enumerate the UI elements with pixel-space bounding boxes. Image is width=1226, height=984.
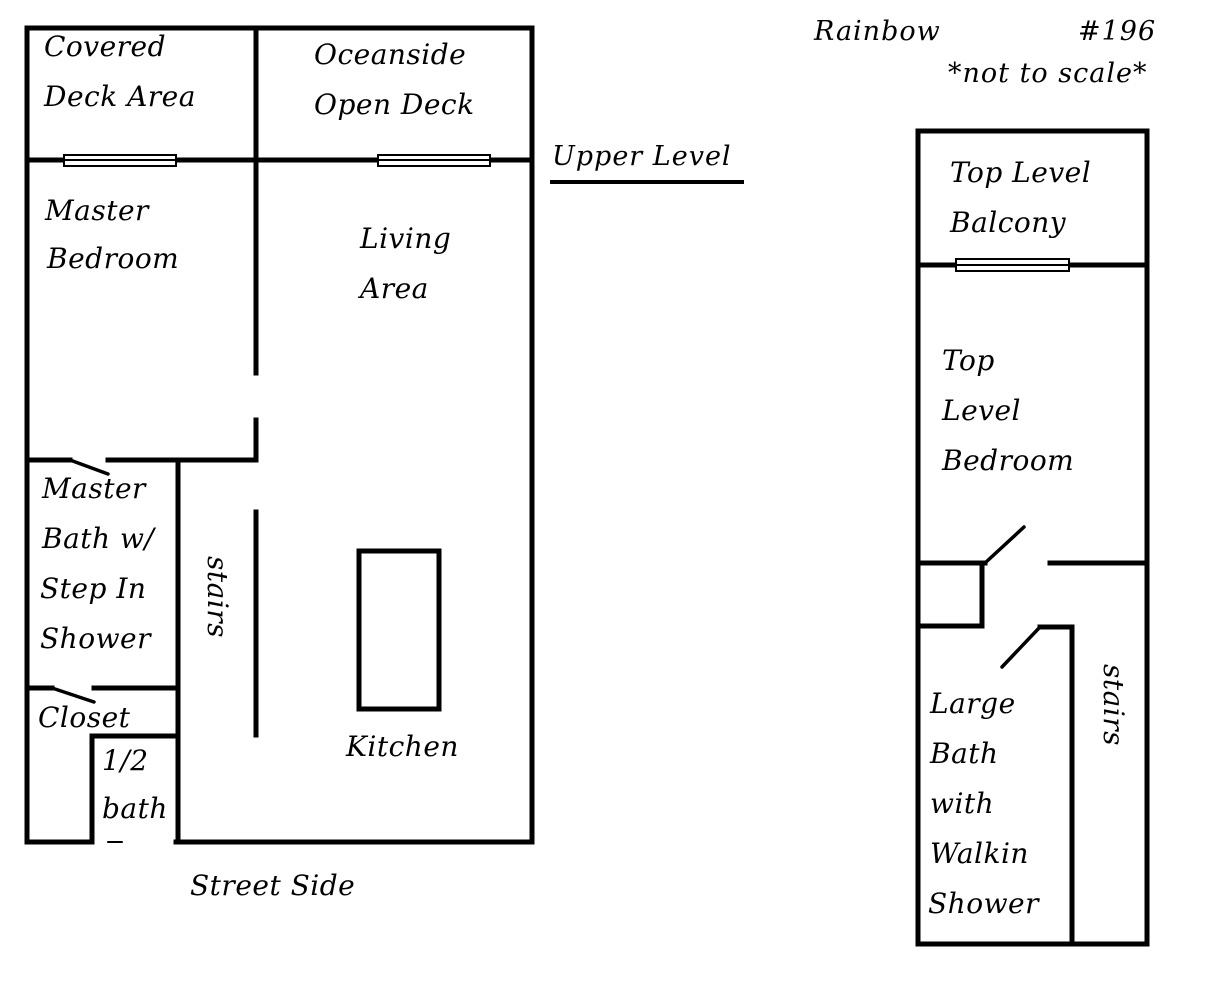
top-stairs-label: stairs bbox=[1097, 664, 1130, 746]
top-bedroom-door bbox=[983, 525, 1026, 565]
property-name: Rainbow bbox=[813, 16, 941, 47]
kitchen-label: Kitchen bbox=[345, 730, 459, 763]
scale-note: *not to scale* bbox=[948, 58, 1147, 89]
master-bedroom-label: Master bbox=[44, 194, 150, 227]
oceanside-deck-label: Open Deck bbox=[314, 88, 475, 121]
closet-label: Closet bbox=[38, 701, 131, 734]
covered-deck-label: Deck Area bbox=[43, 80, 196, 113]
half-bath-label: bath bbox=[102, 792, 168, 825]
top-bedroom-label: Level bbox=[941, 394, 1021, 427]
master-bedroom-label: Bedroom bbox=[46, 242, 179, 275]
top-level-plan bbox=[915, 128, 1150, 947]
large-bath-label: Large bbox=[929, 687, 1016, 720]
large-bath-label: with bbox=[930, 787, 994, 820]
living-area-label: Living bbox=[359, 222, 451, 255]
master-bath-label: Shower bbox=[40, 622, 152, 655]
master-bath-label: Step In bbox=[40, 572, 146, 605]
closet-door bbox=[50, 686, 96, 704]
master-bath-label: Master bbox=[41, 472, 147, 505]
top-outer-wall bbox=[915, 128, 1150, 947]
covered-deck-label: Covered bbox=[44, 30, 166, 63]
top-bedroom-label: Top bbox=[942, 344, 995, 377]
kitchen-island bbox=[356, 548, 442, 712]
large-bath-door bbox=[1000, 625, 1042, 669]
large-bath-label: Shower bbox=[928, 887, 1040, 920]
upper-level-heading: Upper Level bbox=[552, 141, 732, 172]
balcony-label: Top Level bbox=[950, 156, 1091, 189]
street-side-label: Street Side bbox=[190, 869, 355, 902]
balcony-label: Balcony bbox=[949, 206, 1067, 239]
living-area-label: Area bbox=[357, 272, 429, 305]
upper-outer-wall bbox=[24, 25, 535, 845]
unit-number: #196 bbox=[1078, 16, 1156, 47]
upper-level-plan bbox=[24, 25, 535, 845]
large-bath-label: Walkin bbox=[930, 837, 1029, 870]
oceanside-deck-label: Oceanside bbox=[314, 38, 466, 71]
large-bath-label: Bath bbox=[929, 737, 999, 770]
master-bath-door bbox=[68, 458, 110, 476]
master-bath-label: Bath w/ bbox=[41, 522, 156, 555]
half-bath-label: 1/2 bbox=[102, 744, 149, 777]
upper-stairs-label: stairs bbox=[201, 556, 234, 638]
top-bedroom-label: Bedroom bbox=[941, 444, 1074, 477]
